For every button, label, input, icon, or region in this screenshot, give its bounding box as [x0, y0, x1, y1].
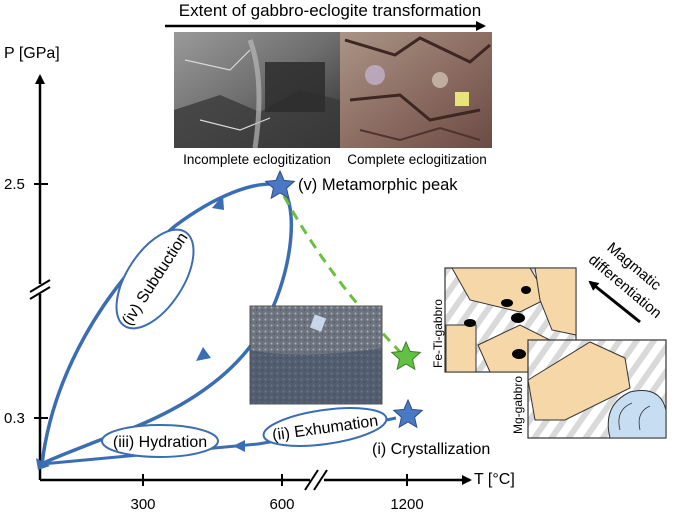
x-tick-label: 300 — [130, 496, 155, 513]
photo-right-caption: Complete eclogitization — [347, 152, 487, 167]
stage-label-peak: (v) Metamorphic peak — [298, 176, 458, 194]
photo-incomplete-eclogitization — [174, 32, 340, 149]
pt-path-retrograde — [41, 183, 294, 466]
photo-complete-eclogitization — [340, 32, 492, 148]
x-axis-title: T [°C] — [474, 471, 515, 488]
path-arrowhead — [212, 195, 224, 210]
field-photo — [249, 305, 383, 405]
star-green — [390, 340, 422, 371]
y-axis-break — [28, 279, 52, 300]
path-arrowhead — [233, 440, 245, 452]
y-tick-label: 0.3 — [4, 410, 25, 427]
photo-left-caption: Incomplete eclogitization — [183, 152, 331, 167]
x-tick-label: 1200 — [390, 496, 423, 513]
magmatic-arrow — [588, 280, 641, 324]
y-tick-label: 2.5 — [4, 176, 25, 193]
mg-gabbro-block — [527, 339, 667, 439]
stage-label-hydration: (iii) Hydration — [113, 434, 207, 451]
star-metamorphic-peak — [264, 169, 296, 200]
star-crystallization — [392, 398, 424, 429]
dashed-link — [282, 195, 406, 358]
fe-gabbro-label: Fe-Ti-gabbro — [431, 299, 445, 368]
top-arrow-label: Extent of gabbro-eclogite transformation — [179, 1, 481, 20]
y-axis-title: P [GPa] — [4, 45, 60, 62]
x-tick-label: 600 — [269, 496, 294, 513]
stage-label-crystallization: (i) Crystallization — [372, 441, 490, 458]
pt-path-prograde — [40, 182, 281, 465]
x-axis-break — [304, 469, 328, 491]
path-arrowhead — [36, 458, 50, 470]
mg-gabbro-label: Mg-gabbro — [511, 376, 525, 434]
path-arrowhead — [196, 347, 211, 361]
stage-oval-subduction: (iv) Subduction — [115, 228, 195, 330]
stage-oval-exhumation: (ii) Exhumation — [262, 407, 388, 447]
stage-oval-hydration: (iii) Hydration — [101, 424, 219, 458]
